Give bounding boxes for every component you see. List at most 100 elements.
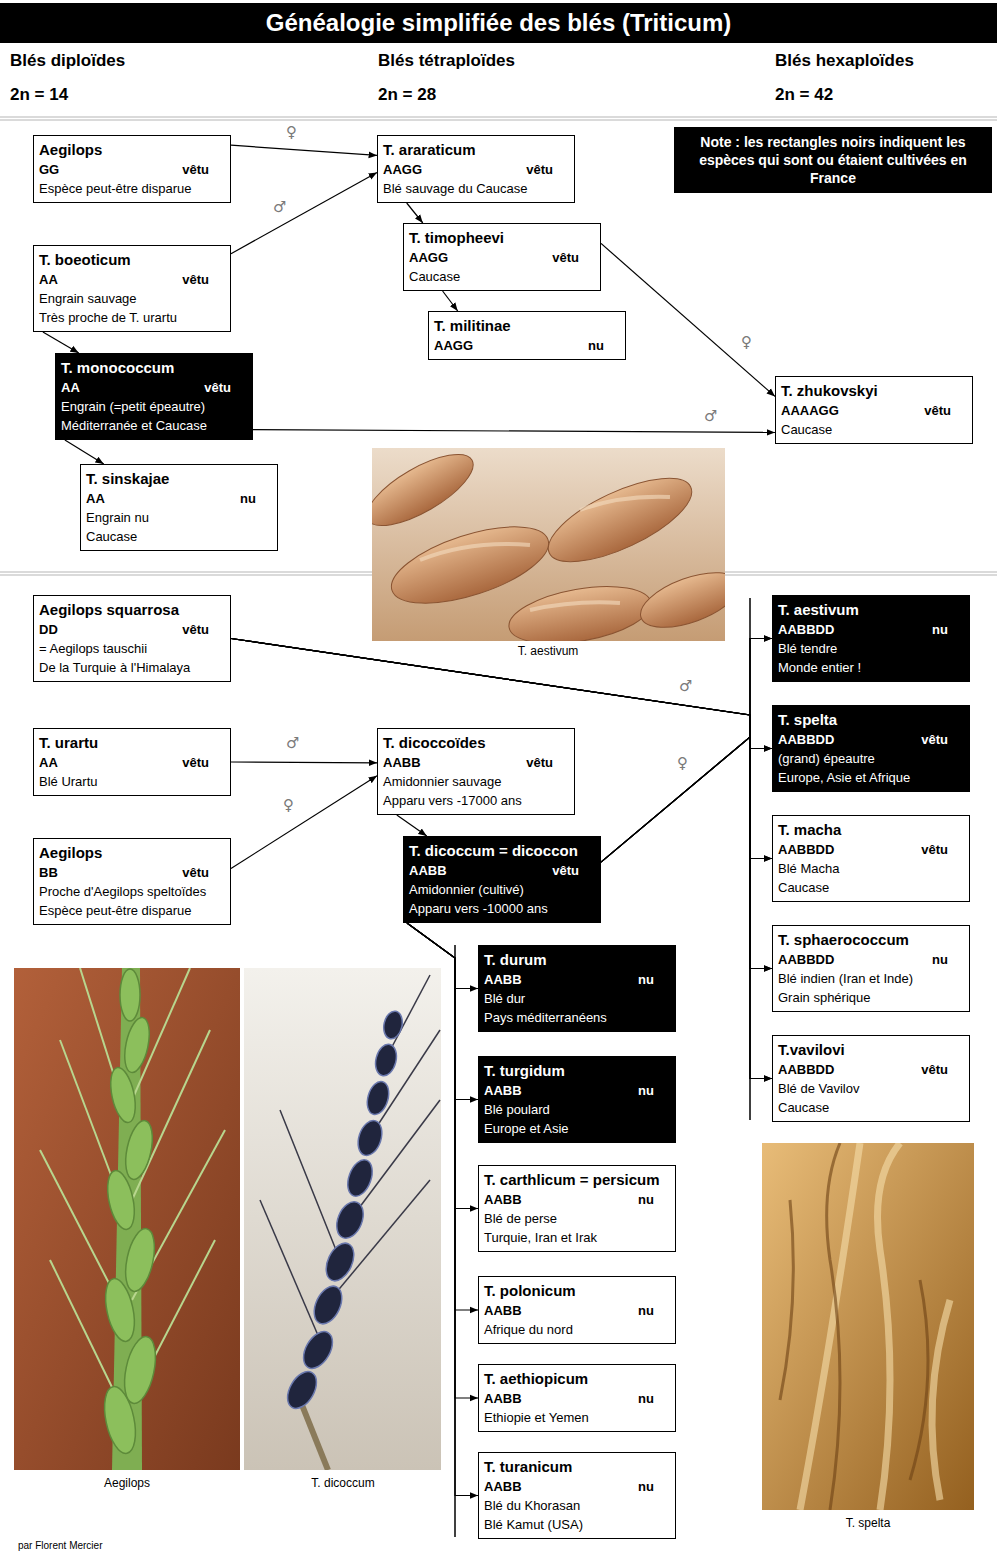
description: Blé de perse (484, 1209, 557, 1228)
photo-caption: T. dicoccum (243, 1476, 443, 1491)
species-box: T. aethiopicumAABBnuEthiopie et Yemen (478, 1364, 676, 1432)
description: Proche d'Aegilops speltoïdes (39, 882, 206, 901)
column-header: Blés diploïdes (10, 50, 125, 72)
description: Apparu vers -17000 ans (383, 791, 522, 810)
text-row: AABBDDnu (778, 620, 964, 639)
text-row: Ethiopie et Yemen (484, 1408, 670, 1427)
text-row: Europe, Asie et Afrique (778, 768, 964, 787)
photo-caption: T. spelta (768, 1516, 968, 1531)
species-box: T.vaviloviAABBDDvêtuBlé de VavilovCaucas… (772, 1035, 970, 1122)
grain-type: vêtu (182, 620, 209, 639)
text-row: AABBDDvêtu (778, 730, 964, 749)
species-box: T. zhukovskyiAAAAGGvêtuCaucase (775, 376, 973, 444)
descent-arrow (231, 639, 772, 1079)
grain-type: vêtu (182, 270, 209, 289)
text-row: Blé Urartu (39, 772, 225, 791)
text-row: Caucase (778, 878, 964, 897)
text-row: Aegilops (39, 140, 225, 160)
text-row: (grand) épeautre (778, 749, 964, 768)
chromosome-count: 2n = 14 (10, 84, 68, 106)
title-band: Généalogie simplifiée des blés (Triticum… (0, 3, 997, 43)
grain-type: nu (638, 1190, 654, 1209)
grain-type: vêtu (182, 863, 209, 882)
text-row: AAGGnu (434, 336, 620, 355)
description: Europe et Asie (484, 1119, 569, 1138)
species-name: T. aestivum (778, 600, 859, 620)
text-row: Engrain sauvage (39, 289, 225, 308)
grain-type: vêtu (552, 248, 579, 267)
descent-arrow (601, 737, 772, 862)
description: Espèce peut-être disparue (39, 179, 191, 198)
text-row: T. sphaerococcum (778, 930, 964, 950)
description: = Aegilops tauschii (39, 639, 147, 658)
grain-type: nu (638, 1081, 654, 1100)
text-row: Caucase (781, 420, 967, 439)
species-box: T. durumAABBnuBlé durPays méditerranéens (478, 945, 676, 1032)
text-row: T. aethiopicum (484, 1369, 670, 1389)
text-row: Monde entier ! (778, 658, 964, 677)
description: Blé Urartu (39, 772, 98, 791)
description: Très proche de T. urartu (39, 308, 177, 327)
description: Méditerranée et Caucase (61, 416, 207, 435)
note-box: Note : les rectangles noirs indiquent le… (674, 127, 992, 193)
text-row: Espèce peut-être disparue (39, 901, 225, 920)
descent-arrow (43, 332, 79, 353)
descent-arrow (231, 776, 377, 869)
description: Pays méditerranéens (484, 1008, 607, 1027)
text-row: Aegilops (39, 843, 225, 863)
parent-sex-symbol: ♂ (285, 735, 300, 751)
grain-type: vêtu (204, 378, 231, 397)
genome-formula: AABBDD (778, 620, 834, 639)
genome-formula: AABB (409, 861, 447, 880)
description: Amidonnier sauvage (383, 772, 502, 791)
text-row: AABBvêtu (409, 861, 595, 880)
text-row: Blé Macha (778, 859, 964, 878)
text-row: Grain sphérique (778, 988, 964, 1007)
text-row: Blé poulard (484, 1100, 670, 1119)
text-row: AABBnu (484, 1081, 670, 1100)
species-name: T. urartu (39, 733, 98, 753)
genome-formula: AABB (484, 1301, 522, 1320)
genome-formula: AABBDD (778, 950, 834, 969)
text-row: = Aegilops tauschii (39, 639, 225, 658)
text-row: Apparu vers -17000 ans (383, 791, 569, 810)
text-row: AABBnu (484, 970, 670, 989)
text-row: Amidonnier sauvage (383, 772, 569, 791)
text-row: T. monococcum (61, 358, 247, 378)
genome-formula: AABB (484, 1477, 522, 1496)
descent-arrow (443, 291, 458, 311)
text-row: AABBnu (484, 1301, 670, 1320)
parent-sex-symbol: ♀ (282, 797, 295, 813)
descent-arrow (231, 639, 772, 969)
text-row: Proche d'Aegilops speltoïdes (39, 882, 225, 901)
text-row: GGvêtu (39, 160, 225, 179)
dicoccum-ear-photo (244, 968, 441, 1470)
descent-arrow (601, 639, 772, 863)
description: (grand) épeautre (778, 749, 875, 768)
descent-arrow (253, 430, 775, 433)
text-row: T. dicoccum = dicoccon (409, 841, 595, 861)
descent-arrow (407, 923, 478, 1209)
species-name: T. carthlicum = persicum (484, 1170, 659, 1190)
text-row: De la Turquie à l'Himalaya (39, 658, 225, 677)
species-box: T. sinskajaeAAnuEngrain nuCaucase (80, 464, 278, 551)
genome-formula: AABBDD (778, 730, 834, 749)
species-box: T. urartuAAvêtuBlé Urartu (33, 728, 231, 796)
text-row: Méditerranée et Caucase (61, 416, 247, 435)
genome-formula: AABB (383, 753, 421, 772)
descent-arrow (231, 761, 377, 763)
text-row: T. macha (778, 820, 964, 840)
genome-formula: DD (39, 620, 58, 639)
note-text: Note : les rectangles noirs indiquent le… (680, 133, 986, 187)
genome-formula: GG (39, 160, 59, 179)
species-box: T. militinaeAAGGnu (428, 311, 626, 360)
species-box: T. boeoticumAAvêtuEngrain sauvageTrès pr… (33, 245, 231, 332)
genome-formula: AA (39, 753, 58, 772)
text-row: T. urartu (39, 733, 225, 753)
grain-type: nu (638, 970, 654, 989)
species-box: Aegilops squarrosaDDvêtu= Aegilops tausc… (33, 595, 231, 682)
descent-arrow (601, 737, 772, 862)
text-row: AABBDDvêtu (778, 1060, 964, 1079)
species-box: T. sphaerococcumAABBDDnuBlé indien (Iran… (772, 925, 970, 1012)
text-row: Turquie, Iran et Irak (484, 1228, 670, 1247)
